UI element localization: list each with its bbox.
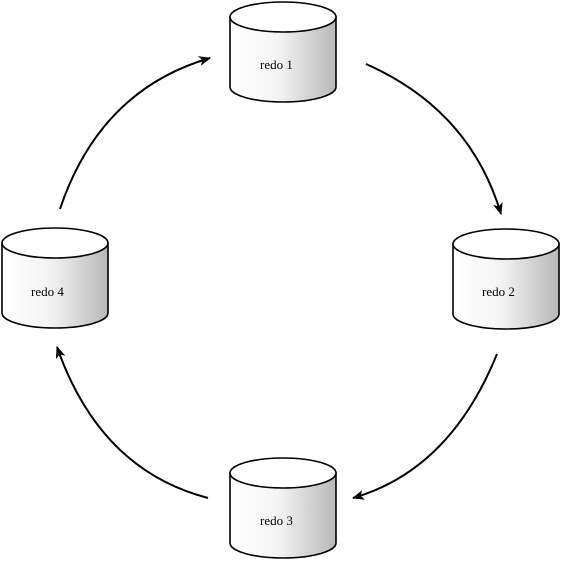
cylinder-redo-3: redo 3 [229,457,337,559]
cylinder-redo-4: redo 4 [1,227,109,329]
edge-redo1-to-redo2 [365,63,503,215]
edge-redo2-to-redo3 [352,353,498,500]
node-label-redo-3: redo 3 [260,513,293,528]
cylinder-redo-2: redo 2 [452,228,560,330]
edge-redo4-to-redo1 [59,56,211,210]
node-label-redo-4: redo 4 [31,284,64,299]
node-label-redo-1: redo 1 [260,57,293,72]
edge-redo3-to-redo4 [55,346,209,499]
node-label-redo-2: redo 2 [482,284,515,299]
cylinder-redo-1: redo 1 [229,1,337,103]
